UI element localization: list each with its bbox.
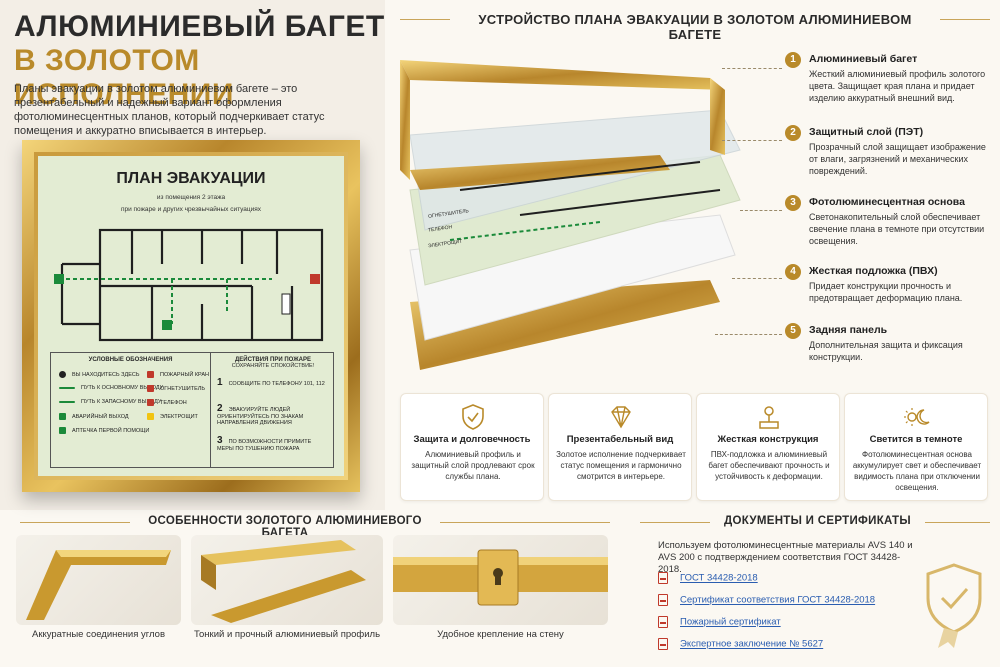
feature-caption: Удобное крепление на стену — [437, 629, 564, 640]
feature-photo-corners — [16, 535, 181, 625]
layer-title: Защитный слой (ПЭТ) — [809, 126, 924, 138]
doc-link-certificate[interactable]: Сертификат соответствия ГОСТ 34428-2018 — [658, 594, 875, 606]
layer-title: Жесткая подложка (ПВХ) — [809, 265, 938, 277]
legend-item: ОГНЕТУШИТЕЛЬ — [147, 385, 205, 392]
feature-photo-mounting — [393, 535, 608, 625]
card-title: Защита и долговечность — [413, 434, 531, 445]
feature-card: Презентабельный вид Золотое исполнение п… — [548, 393, 692, 501]
layer-text: Дополнительная защита и фиксация констру… — [809, 340, 963, 362]
pdf-icon — [658, 638, 668, 650]
plan-subtitle-2: при пожаре и других чрезвычайных ситуаци… — [120, 206, 262, 213]
card-text: Золотое исполнение подчеркивает статус п… — [556, 450, 686, 481]
card-text: Фотолюминесцентная основа аккумулирует с… — [852, 450, 982, 492]
diamond-icon — [611, 406, 631, 429]
docs-section-title: ДОКУМЕНТЫ И СЕРТИФИКАТЫ — [724, 515, 911, 527]
gold-frame: ПЛАН ЭВАКУАЦИИ из помещения 2 этажа при … — [22, 140, 360, 492]
doc-link-fire-certificate[interactable]: Пожарный сертификат — [658, 616, 781, 628]
actions-subheading: СОХРАНЯЙТЕ СПОКОЙСТВИЕ! — [231, 363, 315, 369]
feature-card: Светится в темноте Фотолюминесцентная ос… — [844, 393, 988, 501]
layer-text: Жесткий алюминиевый профиль золотого цве… — [809, 69, 986, 103]
pdf-icon — [658, 594, 668, 606]
doc-link-expert-conclusion[interactable]: Экспертное заключение № 5627 — [658, 638, 823, 650]
card-text: Алюминиевый профиль и защитный слой прод… — [411, 450, 535, 481]
sun-moon-icon — [904, 408, 930, 426]
layers-exploded-view — [400, 60, 741, 370]
layer-text: Придает конструкции прочность и предотвр… — [809, 281, 963, 303]
legend-item: ПУТЬ К ОСНОВНОМУ ВЫХОДУ — [59, 385, 163, 391]
evacuation-plan: ПЛАН ЭВАКУАЦИИ из помещения 2 этажа при … — [38, 156, 344, 476]
legend-heading: УСЛОВНЫЕ ОБОЗНАЧЕНИЯ — [88, 357, 173, 363]
hero-title-accent: В ЗОЛОТОМ ИСПОЛНЕНИИ — [14, 44, 234, 111]
card-title: Презентабельный вид — [566, 434, 674, 445]
device-section-title: УСТРОЙСТВО ПЛАНА ЭВАКУАЦИИ В ЗОЛОТОМ АЛЮ… — [478, 12, 912, 42]
legend-item: ПУТЬ К ЗАПАСНОМУ ВЫХОДУ — [59, 399, 161, 405]
card-text: ПВХ-подложка и алюминиевый багет обеспеч… — [708, 450, 830, 481]
plan-title: ПЛАН ЭВАКУАЦИИ — [116, 170, 266, 187]
plan-subtitle: из помещения 2 этажа — [156, 194, 226, 201]
card-title: Жесткая конструкция — [717, 434, 819, 445]
layer-text: Светонакопительный слой обеспечивает све… — [809, 212, 985, 246]
layer-title: Алюминиевый багет — [809, 53, 918, 65]
pdf-icon — [658, 616, 668, 628]
docs-description: Используем фотолюминесцентные материалы … — [658, 540, 913, 575]
feature-caption: Тонкий и прочный алюминиевый профиль — [193, 629, 381, 640]
hero-section: АЛЮМИНИЕВЫЙ БАГЕТ В ЗОЛОТОМ ИСПОЛНЕНИИ П… — [0, 0, 385, 510]
hero-title: АЛЮМИНИЕВЫЙ БАГЕТ — [14, 10, 385, 43]
actions-heading: ДЕЙСТВИЯ ПРИ ПОЖАРЕ — [234, 357, 312, 363]
plan-legend: УСЛОВНЫЕ ОБОЗНАЧЕНИЯ ВЫ НАХОДИТЕСЬ ЗДЕСЬ… — [50, 352, 334, 468]
legend-item: ПОЖАРНЫЙ КРАН — [147, 371, 209, 378]
feature-card: Жесткая конструкция ПВХ-подложка и алюми… — [696, 393, 840, 501]
layer-text: Прозрачный слой защищает изображение от … — [809, 142, 986, 176]
legend-item: АПТЕЧКА ПЕРВОЙ ПОМОЩИ — [59, 427, 149, 434]
feature-photo-profile — [191, 535, 383, 625]
legend-item: ЭЛЕКТРОЩИТ — [147, 413, 198, 420]
feature-card: Защита и долговечность Алюминиевый профи… — [400, 393, 544, 501]
card-title: Светится в темноте — [869, 434, 963, 445]
legend-item: ВЫ НАХОДИТЕСЬ ЗДЕСЬ — [59, 371, 139, 378]
floor-plan-drawing — [54, 228, 324, 342]
layer-title: Задняя панель — [809, 324, 888, 336]
weight-icon — [759, 406, 779, 429]
quality-shield-icon — [926, 563, 982, 648]
hero-description: Планы эвакуации в золотом алюминиевом ба… — [14, 83, 325, 137]
legend-item: ТЕЛЕФОН — [147, 399, 187, 406]
pdf-icon — [658, 572, 668, 584]
feature-caption: Аккуратные соединения углов — [31, 629, 166, 640]
legend-item: АВАРИЙНЫЙ ВЫХОД — [59, 413, 129, 420]
layer-title: Фотолюминесцентная основа — [809, 196, 965, 208]
shield-check-icon — [462, 404, 484, 430]
doc-link-gost[interactable]: ГОСТ 34428-2018 — [658, 572, 758, 584]
